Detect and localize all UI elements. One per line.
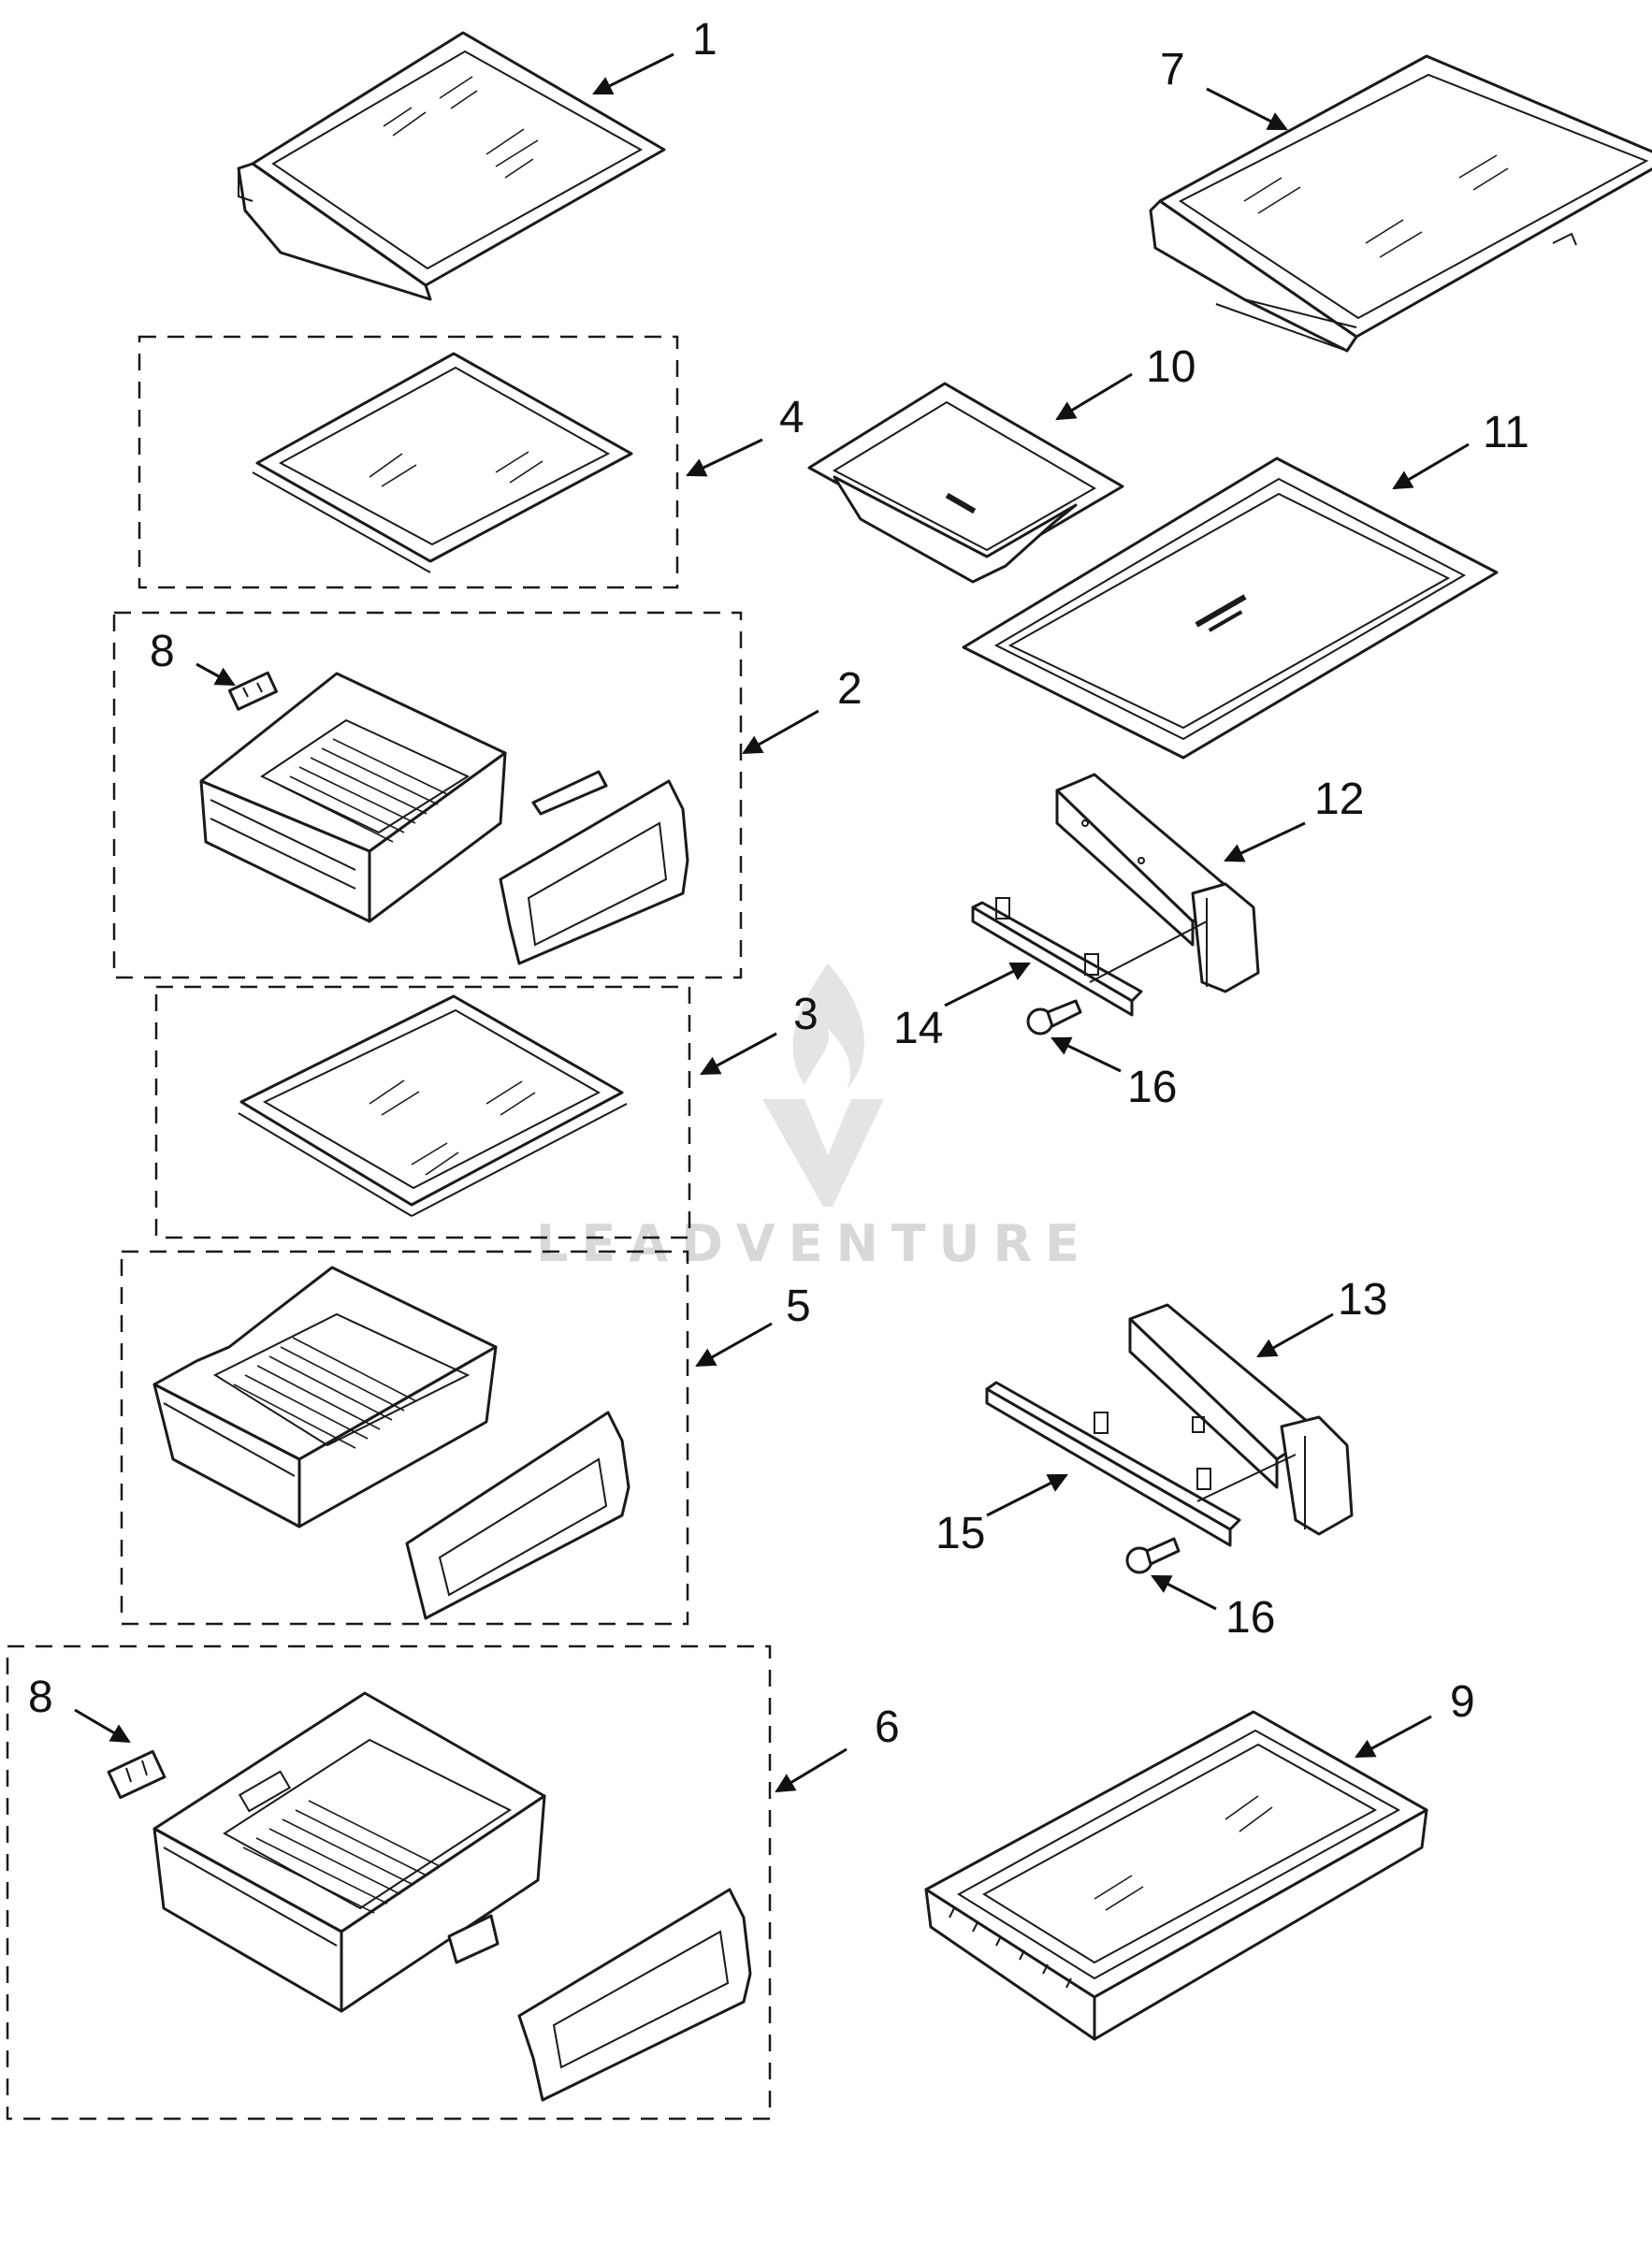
callout-5: 5 (786, 1282, 811, 1331)
part-2-crisper-bin (199, 672, 507, 923)
callout-7: 7 (1160, 45, 1185, 94)
part-9-tray (924, 1710, 1428, 2041)
leader-8a (196, 662, 236, 687)
watermark-flame-icon (792, 963, 864, 1090)
part-10-pan (807, 382, 1124, 584)
callout-11: 11 (1483, 408, 1529, 457)
leader-13 (1256, 1312, 1334, 1358)
leader-6 (775, 1747, 848, 1793)
leader-11 (1392, 442, 1470, 490)
leader-15 (986, 1473, 1068, 1517)
part-3-shelf-glass (238, 994, 628, 1217)
part-5-crisper-bin (152, 1266, 498, 1528)
callout-8a: 8 (150, 627, 175, 676)
callout-2: 2 (837, 664, 862, 714)
part-8-humidity-slide-lower (107, 1749, 167, 1800)
leader-10 (1055, 372, 1133, 421)
callout-15: 15 (935, 1509, 985, 1558)
leader-16a (1051, 1036, 1122, 1073)
leader-4 (686, 438, 763, 477)
callout-1: 1 (692, 15, 717, 65)
part-6-crisper-bin (152, 1691, 546, 2013)
part-13-bracket (1128, 1303, 1354, 1536)
watermark: LEADVENTURE (536, 963, 1093, 1273)
part-11-pan (962, 456, 1499, 760)
callout-16b: 16 (1225, 1593, 1275, 1643)
leader-16b (1151, 1574, 1217, 1611)
group-box-4 (138, 335, 679, 589)
part-1-shelf (237, 31, 666, 301)
callout-4: 4 (779, 393, 804, 442)
part-15-rail (985, 1381, 1297, 1547)
callout-16a: 16 (1127, 1063, 1177, 1112)
part-16-screw-upper (1026, 999, 1082, 1036)
callout-6: 6 (875, 1702, 900, 1752)
part-8-humidity-slide (227, 671, 278, 711)
part-2-crisper-cover (499, 770, 689, 965)
leader-8b (74, 1708, 131, 1744)
leader-12 (1224, 821, 1306, 862)
part-4-shelf-glass (252, 352, 633, 573)
watermark-v-icon (762, 1099, 884, 1207)
leader-14 (944, 962, 1031, 1007)
group-box-6 (6, 1644, 772, 2121)
watermark-text: LEADVENTURE (536, 1214, 1093, 1273)
leader-5 (695, 1322, 773, 1368)
group-box-3 (154, 985, 691, 1239)
callout-10: 10 (1146, 342, 1196, 392)
group-box-5 (120, 1250, 689, 1626)
leader-2 (742, 709, 819, 755)
part-6-crisper-cover (447, 1888, 752, 2102)
group-box-2 (112, 611, 743, 979)
part-14-rail (971, 897, 1208, 1017)
callout-8b: 8 (28, 1673, 53, 1722)
callout-9: 9 (1450, 1677, 1475, 1727)
leader-9 (1355, 1715, 1432, 1759)
leader-3 (700, 1032, 777, 1076)
callout-3: 3 (793, 990, 819, 1039)
callout-13: 13 (1338, 1275, 1387, 1325)
callout-12: 12 (1314, 775, 1364, 824)
part-16-screw-lower (1125, 1537, 1181, 1574)
callout-14: 14 (893, 1004, 943, 1053)
leader-1 (592, 52, 674, 95)
part-5-crisper-cover (405, 1411, 630, 1620)
part-12-bracket (1055, 773, 1260, 993)
leader-7 (1206, 87, 1288, 131)
part-7-shelf (1149, 54, 1652, 353)
